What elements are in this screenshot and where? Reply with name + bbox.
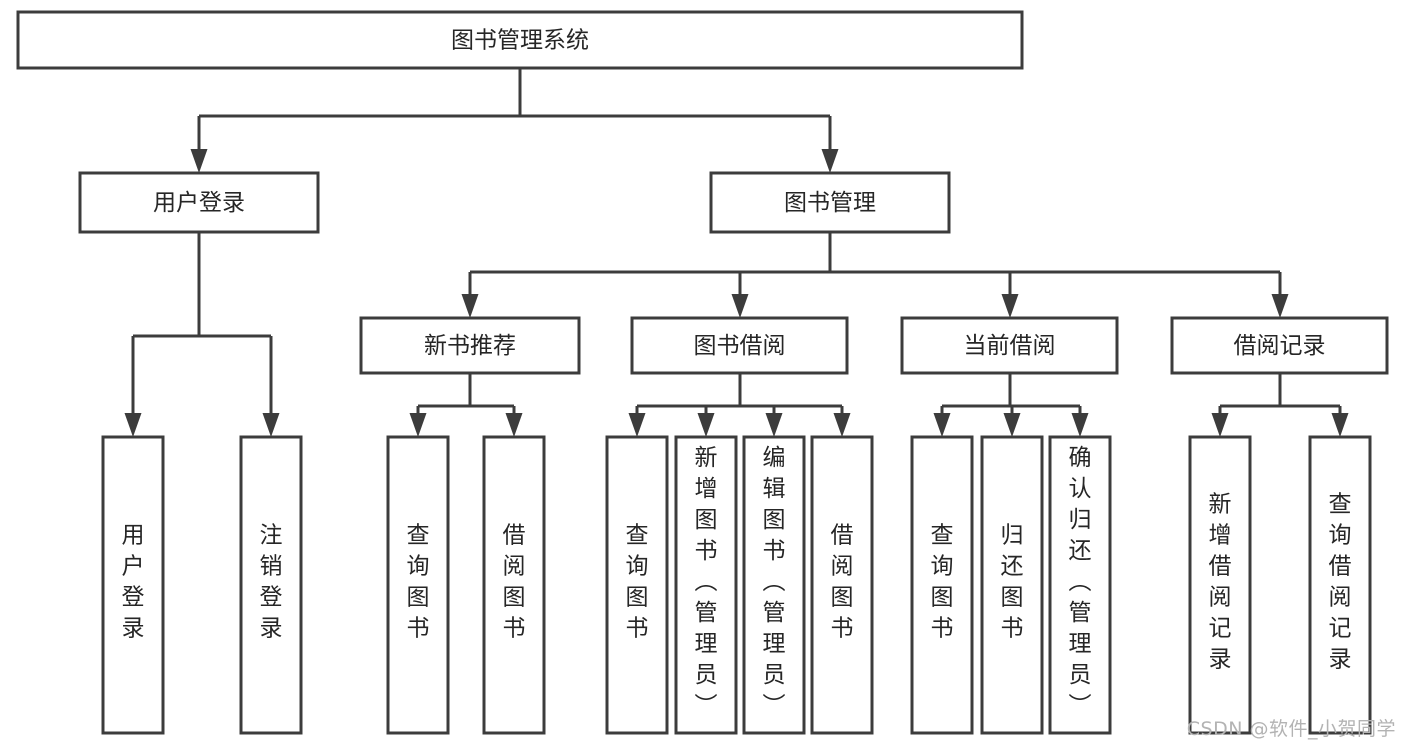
node-label: 当前借阅: [964, 333, 1056, 359]
node-label: 查询图书: [626, 523, 649, 642]
connector-group: [1211, 373, 1349, 437]
node-leaf-cur-confirm-return[interactable]: 确认归还︵管理员︶: [1048, 435, 1112, 735]
node-user-login[interactable]: 用户登录: [78, 171, 320, 234]
connector-group: [933, 373, 1089, 437]
node-label: 图书管理系统: [451, 28, 589, 54]
connector-group: [124, 232, 280, 437]
connector-group: [628, 373, 851, 437]
node-label: 借阅图书: [503, 523, 526, 642]
node-current-borrow[interactable]: 当前借阅: [900, 316, 1119, 375]
node-label: 图书管理: [784, 190, 876, 216]
node-borrow-record[interactable]: 借阅记录: [1170, 316, 1389, 375]
node-label: 用户登录: [122, 523, 145, 642]
node-leaf-cur-return-book[interactable]: 归还图书: [980, 435, 1044, 735]
node-leaf-user-logout[interactable]: 注销登录: [239, 435, 303, 735]
node-label: 新增图书︵管理员︶: [695, 445, 718, 719]
node-book-manage[interactable]: 图书管理: [709, 171, 951, 234]
node-leaf-rec-borrow-book[interactable]: 借阅图书: [482, 435, 546, 735]
connector-group: [190, 68, 839, 173]
node-book-borrow[interactable]: 图书借阅: [630, 316, 849, 375]
node-leaf-borrow-add-book[interactable]: 新增图书︵管理员︶: [674, 435, 738, 735]
node-label: 查询借阅记录: [1329, 492, 1352, 673]
node-label: 编辑图书︵管理员︶: [763, 445, 786, 719]
node-new-book-rec[interactable]: 新书推荐: [359, 316, 581, 375]
node-label: 用户登录: [153, 190, 245, 216]
node-leaf-rec-query-book[interactable]: 查询图书: [386, 435, 450, 735]
node-leaf-cur-query-book[interactable]: 查询图书: [910, 435, 974, 735]
node-label: 借阅图书: [831, 523, 854, 642]
node-label: 查询图书: [931, 523, 954, 642]
node-leaf-borrow-edit-book[interactable]: 编辑图书︵管理员︶: [742, 435, 806, 735]
node-leaf-user-login[interactable]: 用户登录: [101, 435, 165, 735]
node-label: 查询图书: [407, 523, 430, 642]
node-leaf-borrow-lend-book[interactable]: 借阅图书: [810, 435, 874, 735]
node-root[interactable]: 图书管理系统: [16, 10, 1024, 70]
node-leaf-borrow-query-book[interactable]: 查询图书: [605, 435, 669, 735]
node-label: 新增借阅记录: [1209, 492, 1232, 673]
node-label: 图书借阅: [694, 333, 786, 359]
node-layer: 图书管理系统用户登录图书管理新书推荐图书借阅当前借阅借阅记录用户登录注销登录查询…: [16, 10, 1389, 735]
node-label: 确认归还︵管理员︶: [1069, 445, 1092, 719]
node-leaf-rec-query-record[interactable]: 查询借阅记录: [1308, 435, 1372, 735]
connector-layer: [124, 68, 1349, 437]
connector-group: [409, 373, 523, 437]
node-label: 注销登录: [260, 523, 283, 642]
connector-group: [461, 232, 1289, 318]
node-label: 借阅记录: [1234, 333, 1326, 359]
node-label: 新书推荐: [424, 333, 516, 359]
node-label: 归还图书: [1001, 523, 1024, 642]
node-leaf-rec-add-record[interactable]: 新增借阅记录: [1188, 435, 1252, 735]
